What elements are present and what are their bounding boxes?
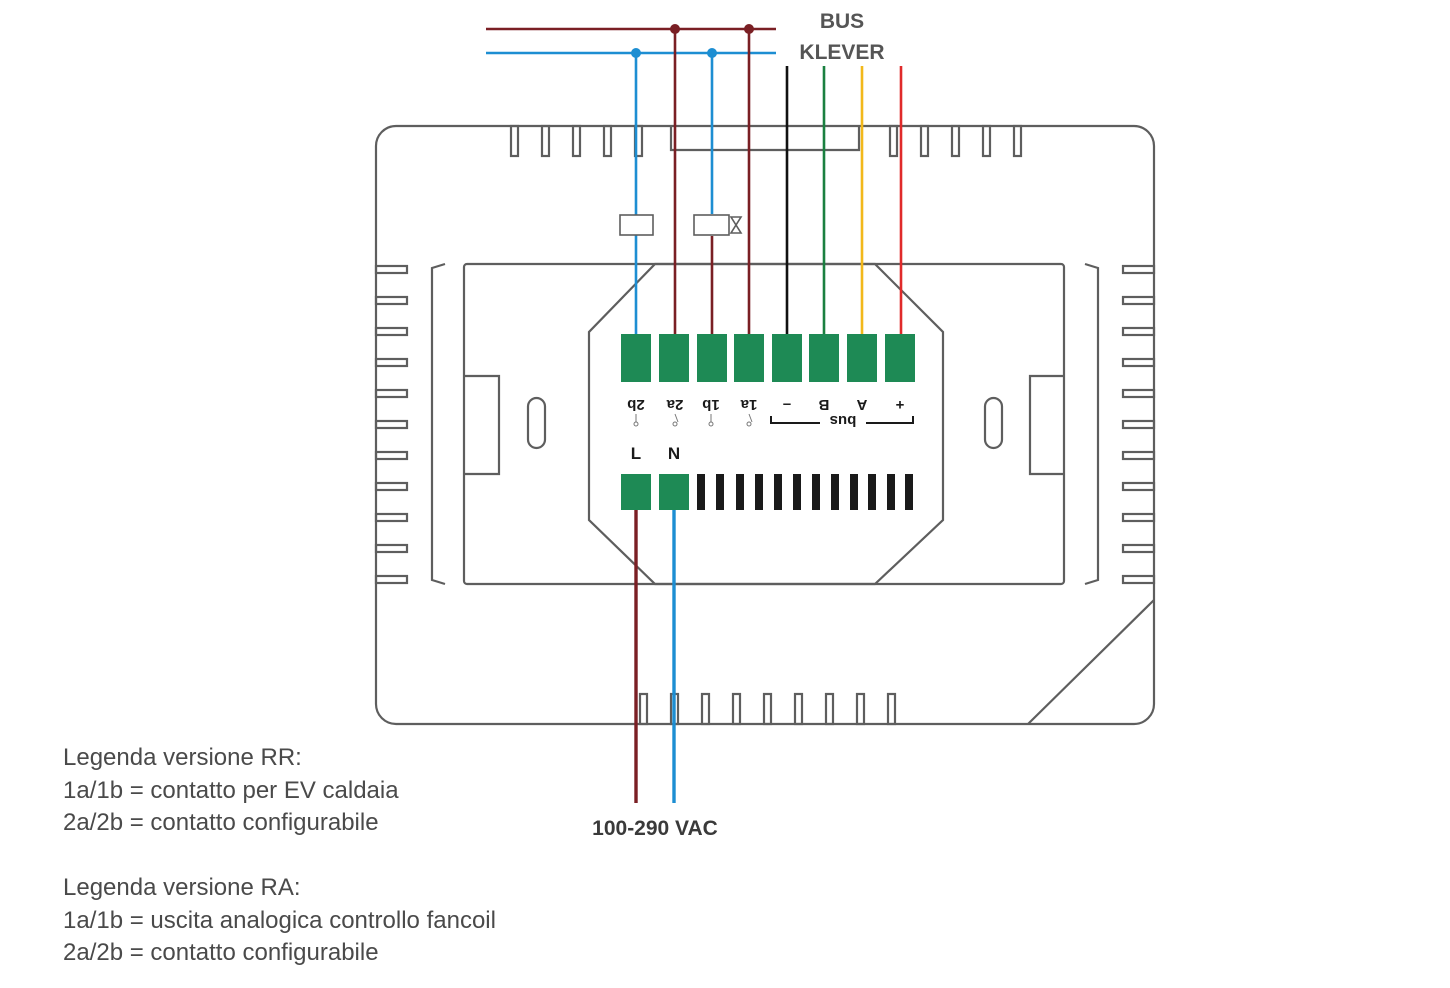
terminal-bus-minus — [772, 334, 802, 382]
terminal-labels: 2b 2a 1b 1a – B A + — [627, 396, 904, 413]
right-ear — [1028, 374, 1064, 476]
terminal-n — [659, 474, 689, 510]
legend-ra-line2: 2a/2b = contatto configurabile — [63, 939, 379, 966]
terminal-label: 2b — [627, 396, 645, 413]
bus-label-line1: BUS — [820, 10, 864, 33]
bus-bracket — [770, 416, 914, 424]
terminal-label: A — [856, 396, 867, 413]
bus-label-line2: KLEVER — [799, 41, 884, 64]
terminal-block-body — [587, 262, 945, 586]
legend-ra-line1: 1a/1b = uscita analogica controllo fanco… — [63, 906, 496, 934]
bus-group-label: bus — [830, 412, 857, 429]
loads — [619, 214, 743, 236]
legend-ra-title: Legenda versione RA: — [63, 874, 301, 901]
left-ear — [464, 374, 501, 476]
terminal-label: B — [818, 396, 829, 413]
housing-corner-cut — [1027, 599, 1155, 725]
terminal-label: + — [895, 396, 904, 413]
terminal-2b — [621, 334, 651, 382]
bottom-vents — [638, 692, 897, 726]
load-1b-valve — [693, 214, 730, 236]
terminal-label: 1a — [740, 396, 757, 413]
right-vents — [1121, 264, 1156, 585]
legend-rr-line2: 2a/2b = contatto configurabile — [63, 809, 379, 836]
terminal-n-label: N — [668, 444, 680, 463]
right-side-bracket — [1084, 262, 1100, 586]
top-vents — [509, 124, 1023, 158]
legend-rr: Legenda versione RR: 1a/1b = contatto pe… — [63, 742, 399, 840]
left-mounting-slot — [526, 396, 547, 450]
top-bracket — [669, 126, 861, 152]
terminal-label: – — [783, 396, 791, 413]
terminal-bus-b — [809, 334, 839, 382]
legend-ra: Legenda versione RA: 1a/1b = uscita anal… — [63, 872, 496, 970]
wires — [486, 24, 903, 803]
terminal-l — [621, 474, 651, 510]
terminal-block-bottom — [621, 474, 913, 510]
terminal-bus-a — [847, 334, 877, 382]
device-housing — [374, 124, 1156, 726]
terminal-block-top — [621, 334, 915, 382]
terminal-1a — [734, 334, 764, 382]
supply-voltage-label: 100-290 VAC — [592, 817, 718, 840]
terminal-label: 2a — [666, 396, 683, 413]
valve-icon — [729, 216, 743, 234]
legend-rr-title: Legenda versione RR: — [63, 744, 302, 771]
terminal-label: 1b — [702, 396, 720, 413]
left-side-bracket — [430, 262, 446, 586]
contact-symbols — [633, 413, 753, 427]
unused-terminal-slots — [697, 474, 913, 510]
right-mounting-slot — [983, 396, 1004, 450]
inner-frame — [462, 262, 1066, 586]
terminal-bus-plus — [885, 334, 915, 382]
terminal-2a — [659, 334, 689, 382]
load-2b — [619, 214, 654, 236]
legend-rr-line1: 1a/1b = contatto per EV caldaia — [63, 776, 399, 804]
terminal-l-label: L — [631, 444, 641, 463]
terminal-1b — [697, 334, 727, 382]
housing-outline — [374, 124, 1156, 726]
left-vents — [374, 264, 409, 585]
